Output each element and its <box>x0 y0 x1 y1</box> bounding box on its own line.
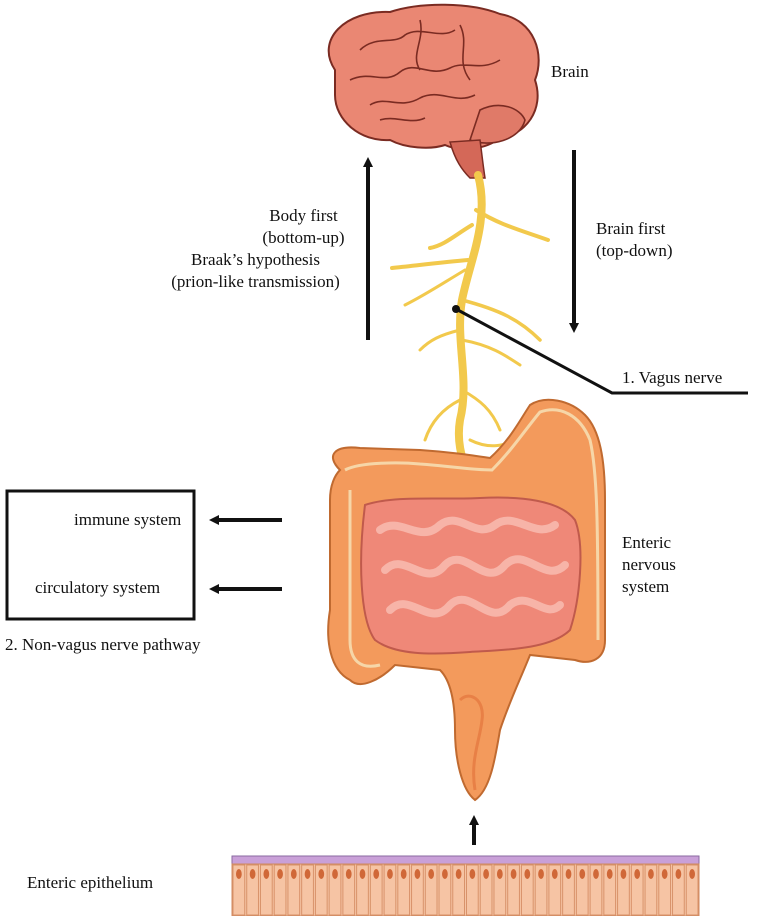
epithelial-cell <box>411 864 424 916</box>
cell-nucleus <box>634 869 641 879</box>
circulatory-label: circulatory system <box>35 578 161 597</box>
epithelial-cell <box>672 864 685 916</box>
epithelium-illustration <box>231 855 700 916</box>
non-vagus-label: 2. Non-vagus nerve pathway <box>5 635 201 654</box>
epithelial-cell <box>630 864 644 916</box>
cell-nucleus <box>428 869 435 879</box>
cell-nucleus <box>538 869 544 879</box>
cell-nucleus <box>236 869 242 879</box>
cell-nucleus <box>565 869 572 879</box>
epithelial-cell <box>452 864 466 916</box>
epithelial-cell <box>246 864 259 916</box>
cell-nucleus <box>606 869 613 879</box>
body-first-line-1: Body first <box>269 206 338 225</box>
epithelial-cell <box>383 864 397 916</box>
cell-nucleus <box>689 869 695 879</box>
cell-nucleus <box>469 869 476 879</box>
epithelial-cell <box>493 864 507 916</box>
cell-nucleus <box>277 869 283 879</box>
body-first-line-4: (prion-like transmission) <box>171 272 340 291</box>
cell-nucleus <box>620 869 627 879</box>
epithelial-cell <box>328 864 342 916</box>
epithelial-cell <box>438 864 452 916</box>
epithelial-cell <box>562 864 575 916</box>
epithelial-cell <box>356 864 369 916</box>
cell-nucleus <box>648 869 654 879</box>
cell-nucleus <box>661 869 668 879</box>
epithelial-cell <box>314 864 328 916</box>
vagus-nerve-illustration <box>390 171 550 489</box>
epithelium-label: Enteric epithelium <box>27 873 154 892</box>
pathway-box <box>5 489 196 621</box>
braak-label: Braak’s hypothesis (prion-like transmiss… <box>148 249 363 293</box>
body-first-label: Body first (bottom-up) <box>246 205 361 249</box>
cell-nucleus <box>400 869 407 879</box>
epithelial-cell <box>273 864 287 916</box>
epithelial-cell <box>658 864 672 916</box>
epithelial-cell <box>397 864 411 916</box>
epithelial-cell <box>287 864 301 916</box>
epithelial-cell <box>534 864 548 916</box>
epithelial-cell <box>548 864 562 916</box>
cell-nucleus <box>496 869 503 879</box>
cell-nucleus <box>263 869 270 879</box>
cell-nucleus <box>359 869 366 879</box>
immune-label: immune system <box>74 510 182 529</box>
epithelial-cell <box>232 864 246 916</box>
cell-nucleus <box>290 869 297 879</box>
cell-nucleus <box>483 869 489 879</box>
vagus-pointer-line <box>455 307 748 395</box>
enteric-ns-line-2: nervous <box>622 555 676 574</box>
epithelial-cell <box>644 864 658 916</box>
epithelial-cell <box>507 864 520 916</box>
enteric-ns-label: Enteric nervous system <box>622 532 676 598</box>
cell-nucleus <box>332 869 338 879</box>
brain-illustration <box>327 3 540 179</box>
epithelial-cell <box>589 864 603 916</box>
epithelial-cell <box>685 864 699 916</box>
epithelial-cell <box>466 864 479 916</box>
epithelial-cell <box>342 864 356 916</box>
brain-first-line-2: (top-down) <box>596 241 673 260</box>
body-first-line-3: Braak’s hypothesis <box>191 250 320 269</box>
epithelial-cell <box>520 864 534 916</box>
epithelial-cell <box>575 864 589 916</box>
cell-nucleus <box>579 869 586 879</box>
brain-first-line-1: Brain first <box>596 219 666 238</box>
cell-nucleus <box>414 869 421 879</box>
epithelial-cell <box>479 864 493 916</box>
epithelial-cell <box>617 864 630 916</box>
vagus-label: 1. Vagus nerve <box>622 368 723 387</box>
body-first-line-2: (bottom-up) <box>262 228 345 247</box>
cell-nucleus <box>675 869 682 879</box>
cell-nucleus <box>318 869 325 879</box>
enteric-ns-line-1: Enteric <box>622 533 672 552</box>
cell-nucleus <box>387 869 393 879</box>
enteric-ns-line-3: system <box>622 577 670 596</box>
cell-nucleus <box>524 869 531 879</box>
brain-first-label: Brain first (top-down) <box>596 218 672 262</box>
epithelial-cell <box>369 864 383 916</box>
cell-nucleus <box>304 869 311 879</box>
cell-nucleus <box>510 869 517 879</box>
epithelial-cell <box>603 864 617 916</box>
cell-nucleus <box>442 869 448 879</box>
cell-nucleus <box>551 869 558 879</box>
cell-nucleus <box>373 869 380 879</box>
intestine-illustration <box>327 398 606 802</box>
brain-label: Brain <box>551 62 589 81</box>
cell-nucleus <box>345 869 352 879</box>
cell-nucleus <box>593 869 599 879</box>
epithelial-cell <box>424 864 438 916</box>
cell-nucleus <box>455 869 462 879</box>
cell-nucleus <box>249 869 256 879</box>
epithelial-cell <box>259 864 273 916</box>
epithelial-cell <box>301 864 314 916</box>
